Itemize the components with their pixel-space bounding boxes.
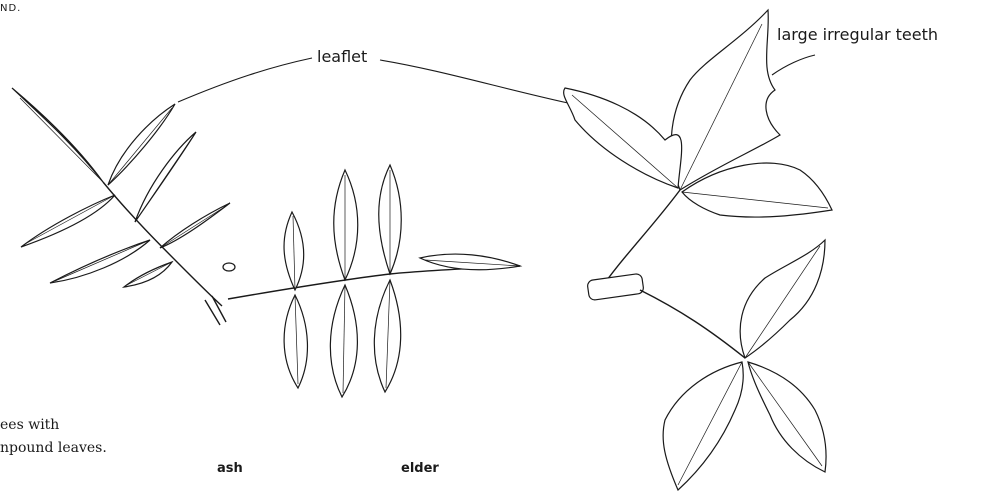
twig bbox=[587, 273, 644, 300]
elder-leaflet bbox=[374, 280, 400, 392]
lower-left-leaflet bbox=[663, 362, 743, 490]
caption-line-2: npound leaves. bbox=[0, 440, 107, 456]
ash-cut-end bbox=[223, 263, 235, 271]
elder-label: elder bbox=[401, 461, 439, 476]
elder-leaflet bbox=[334, 170, 358, 280]
elder-compound-leaf bbox=[228, 165, 520, 397]
lower-terminal-leaflet bbox=[740, 240, 825, 358]
leaflet-leader-right bbox=[380, 60, 568, 103]
ash-leaflet bbox=[124, 262, 172, 287]
elder-leaflet bbox=[284, 212, 304, 290]
elder-leaflet bbox=[379, 165, 402, 274]
lower-right-leaflet bbox=[748, 362, 826, 472]
trifoliate-leaf-upper bbox=[564, 10, 832, 301]
elder-leaflet bbox=[420, 254, 520, 270]
leaflet-label: leaflet bbox=[317, 47, 367, 66]
lower-petiole bbox=[640, 290, 745, 358]
elder-leaflet bbox=[284, 295, 307, 388]
caption-line-1: ees with bbox=[0, 417, 59, 433]
leaflet-leader-left bbox=[178, 58, 312, 102]
ash-label: ash bbox=[217, 461, 243, 476]
elder-rachis bbox=[228, 266, 520, 299]
ash-leaflet bbox=[160, 203, 230, 248]
ash-leaflet bbox=[50, 240, 150, 283]
teeth-leader bbox=[772, 55, 815, 75]
ash-leaflet bbox=[12, 88, 103, 182]
upper-left-leaflet bbox=[564, 88, 682, 188]
header-fragment: ND. bbox=[0, 3, 21, 14]
trifoliate-leaf-lower bbox=[640, 240, 826, 490]
ash-leaflet bbox=[21, 195, 115, 247]
elder-leaflet bbox=[330, 285, 357, 397]
ash-compound-leaf bbox=[12, 88, 235, 325]
large-irregular-teeth-label: large irregular teeth bbox=[777, 25, 938, 44]
ash-rachis bbox=[103, 182, 222, 306]
